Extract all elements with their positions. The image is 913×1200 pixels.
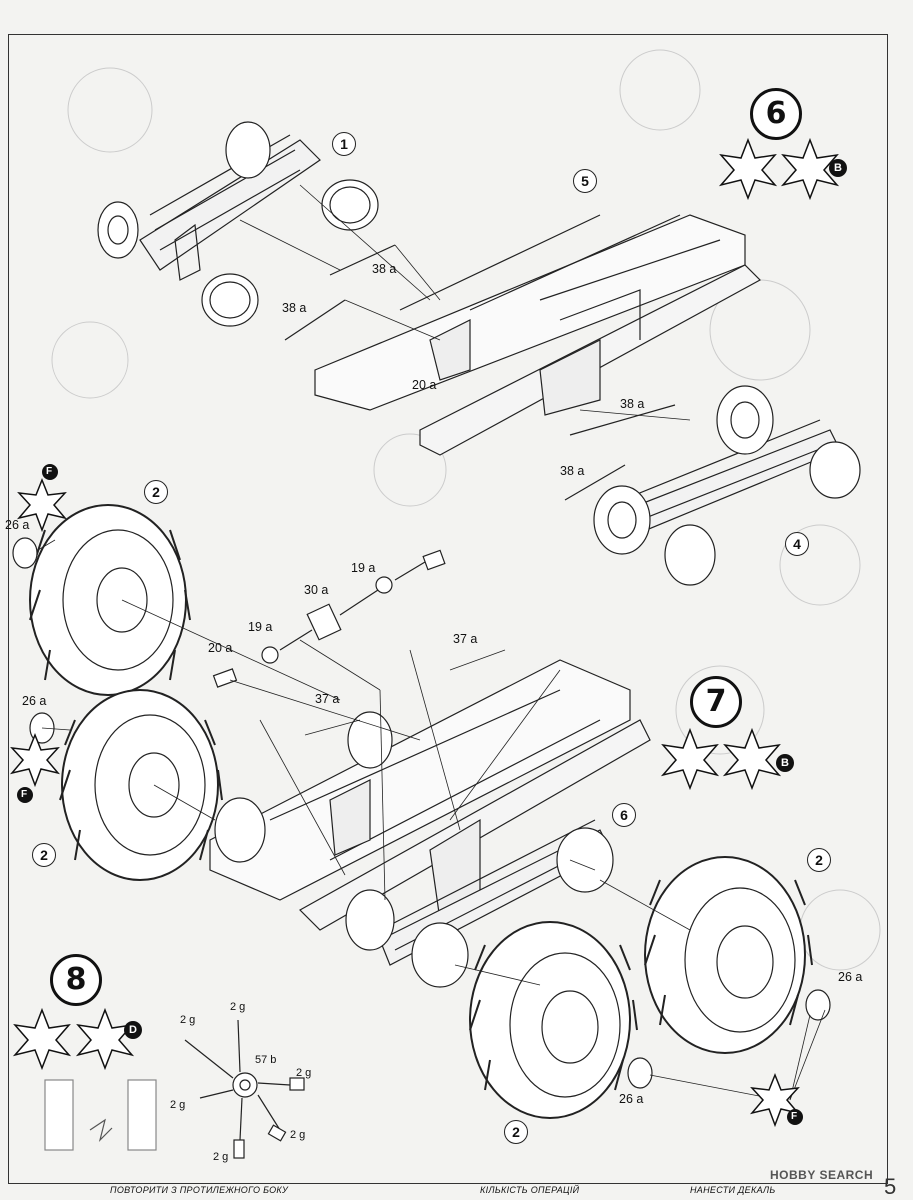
legend-decal-text: НАНЕСТИ ДЕКАЛЬ [690, 1185, 776, 1195]
front-axle-upper [97, 121, 379, 327]
chassis-frame-lower [209, 659, 651, 931]
part-callout: 2 [144, 480, 168, 504]
step-number: 8 [50, 954, 102, 1006]
wheel-right-middle [644, 856, 813, 1054]
glue-star-icon [12, 1007, 72, 1071]
legend-count-text: КІЛЬКІСТЬ ОПЕРАЦІЙ [480, 1185, 580, 1195]
part-label: 26 a [5, 518, 30, 532]
rods-38a [284, 244, 676, 501]
rear-axle-lower [345, 819, 614, 988]
part-callout: 2 [32, 843, 56, 867]
part-label: 2 g [180, 1014, 196, 1026]
rear-axle-right [593, 385, 861, 586]
part-label: 20 a [412, 378, 437, 392]
paint-star-icon [749, 1072, 801, 1128]
part-label: 26 a [838, 970, 863, 984]
part-label: 19 a [248, 620, 273, 634]
glue-star-icon [660, 727, 720, 791]
part-label: 26 a [22, 694, 47, 708]
watermark: HOBBY SEARCH [770, 1168, 874, 1182]
part-label: 38 a [620, 397, 645, 411]
part-callout: 6 [612, 803, 636, 827]
marker-b-circle [829, 159, 847, 177]
part-callout: 2 [807, 848, 831, 872]
wheel-right-lower [469, 921, 638, 1119]
marker-d-circle [124, 1021, 142, 1039]
marker-d: D [129, 1024, 137, 1036]
page-number: 5 [884, 1174, 897, 1199]
chassis-frame-upper [314, 214, 761, 456]
step8-detail [44, 1019, 305, 1159]
step-number: 7 [690, 676, 742, 728]
part-callout: 4 [785, 532, 809, 556]
wheel-left-upper [29, 504, 191, 696]
footer-legend: ПОВТОРИТИ З ПРОТИЛЕЖНОГО БОКУ КІЛЬКІСТЬ … [0, 1182, 913, 1200]
part-label: 57 b [255, 1054, 277, 1066]
part-label: 38 a [372, 262, 397, 276]
glue-star-icon [718, 137, 778, 201]
part-label: 20 a [208, 641, 233, 655]
small-parts [212, 549, 446, 688]
decal-star-icon [75, 1007, 135, 1071]
wheel-left-lower [59, 689, 223, 881]
decal-star-icon [722, 727, 782, 791]
legend-repeat-text: ПОВТОРИТИ З ПРОТИЛЕЖНОГО БОКУ [110, 1185, 289, 1195]
part-callout: 5 [573, 169, 597, 193]
paint-star-icon [16, 477, 68, 533]
part-label: 2 g [290, 1129, 306, 1141]
part-label: 37 a [453, 632, 478, 646]
marker-b: B [781, 757, 789, 769]
marker-f-circle [17, 787, 33, 803]
part-label: 2 g [230, 1001, 246, 1013]
part-label: 26 a [619, 1092, 644, 1106]
page-frame [8, 34, 888, 1184]
part-label: 2 g [213, 1151, 229, 1163]
marker-f-circle [42, 464, 58, 480]
marker-f: F [46, 466, 53, 477]
ghost-background [51, 49, 881, 971]
part-label: 30 a [304, 583, 329, 597]
part-label: 37 a [315, 692, 340, 706]
part-label: 38 a [560, 464, 585, 478]
step-number: 6 [750, 88, 802, 140]
marker-f: F [791, 1111, 798, 1122]
part-label: 19 a [351, 561, 376, 575]
part-callout: 1 [332, 132, 356, 156]
decal-star-icon [780, 137, 840, 201]
marker-f: F [21, 789, 28, 800]
marker-b: B [834, 162, 842, 174]
part-label: 2 g [296, 1067, 312, 1079]
marker-b-circle [776, 754, 794, 772]
part-callout: 2 [504, 1120, 528, 1144]
marker-f-circle [787, 1109, 803, 1125]
part-label: 38 a [282, 301, 307, 315]
paint-star-icon [9, 732, 61, 788]
part-label: 2 g [170, 1099, 186, 1111]
